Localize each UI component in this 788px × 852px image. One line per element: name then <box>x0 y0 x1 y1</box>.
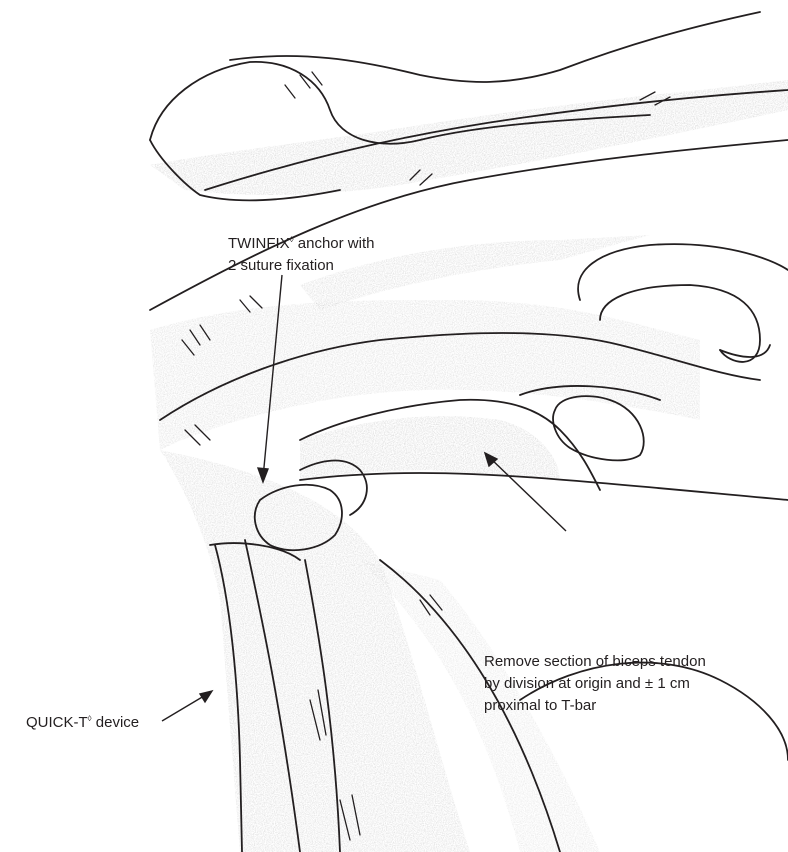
twinfix-text: anchor with <box>294 235 375 252</box>
quickt-label: QUICK-T◊ device <box>26 708 139 734</box>
remove-label: Remove section of biceps tendon by divis… <box>484 651 706 717</box>
twinfix-label-line1: TWINFIX◊ anchor with <box>228 229 374 255</box>
twinfix-label: TWINFIX◊ anchor with 2 suture fixation <box>228 229 374 277</box>
remove-label-line1: Remove section of biceps tendon <box>484 651 706 673</box>
humeral-head-shading <box>160 450 470 852</box>
quickt-brand: QUICK-T <box>26 714 88 731</box>
twinfix-label-line2: 2 suture fixation <box>228 255 374 277</box>
remove-label-line2: by division at origin and ± 1 cm <box>484 673 706 695</box>
clavicle-outline <box>230 12 760 82</box>
quickt-text: device <box>92 714 140 731</box>
coracoid-loop <box>578 244 788 300</box>
remove-label-line3: proximal to T-bar <box>484 695 706 717</box>
coracoid-tip <box>720 345 770 357</box>
quickt-arrowhead <box>200 691 212 702</box>
stipple-shading <box>150 80 788 852</box>
tendon-shading <box>300 416 560 480</box>
twinfix-brand: TWINFIX <box>228 235 290 252</box>
